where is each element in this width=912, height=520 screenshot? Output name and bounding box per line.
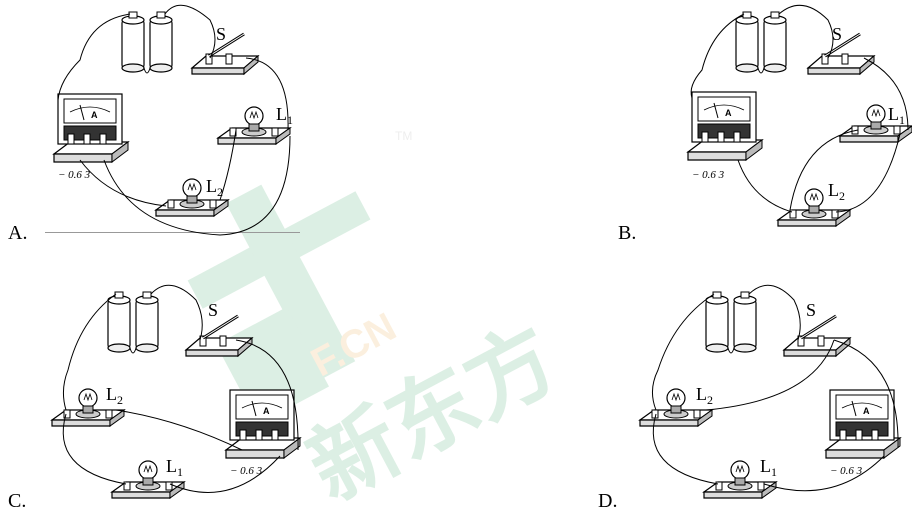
wires	[57, 4, 291, 236]
ammeter-scale: − 0.6 3	[230, 465, 263, 477]
battery-icon	[121, 11, 173, 74]
ammeter-scale: − 0.6 3	[692, 169, 725, 181]
lamp-top-subscript: 2	[707, 393, 713, 407]
circuit-option-c: S L 2 A − 0.6 3 L 1	[51, 284, 301, 499]
lamp-top-label: L	[696, 384, 707, 404]
circuit-option-b: S A − 0.6 3 L 1 L 2	[687, 4, 912, 227]
circuit-option-a: S A − 0.6 3 L 1 L 2	[53, 4, 293, 236]
ammeter-symbol: A	[725, 108, 732, 118]
lamp-bottom-subscript: 2	[217, 185, 223, 199]
watermark-tm: TM	[395, 129, 412, 143]
ammeter-icon	[53, 93, 129, 163]
ammeter-scale: − 0.6 3	[58, 169, 91, 181]
lamp-top-subscript: 2	[117, 393, 123, 407]
ammeter-scale: − 0.6 3	[830, 465, 863, 477]
lamp-top-label: L	[276, 104, 287, 124]
option-b-label: B.	[618, 222, 637, 244]
lamp-bottom-label: L	[760, 456, 771, 476]
switch-label: S	[208, 300, 218, 320]
lamp-bottom-subscript: 1	[177, 465, 183, 479]
lamp-bottom-subscript: 1	[771, 465, 777, 479]
switch-icon	[782, 314, 852, 358]
option-c-label: C.	[8, 490, 27, 512]
switch-label: S	[216, 24, 226, 44]
lamp-top-label: L	[106, 384, 117, 404]
option-a-label: A.	[8, 222, 28, 244]
switch-label: S	[832, 24, 842, 44]
ammeter-symbol: A	[863, 406, 870, 416]
wires	[62, 284, 299, 493]
switch-label: S	[806, 300, 816, 320]
circuit-option-d: S L 2 A − 0.6 3 L 1	[639, 284, 901, 499]
option-d-label: D.	[598, 490, 618, 512]
lamp-top-subscript: 1	[899, 113, 905, 127]
battery-icon	[107, 291, 159, 354]
ammeter-icon	[687, 91, 763, 161]
ammeter-symbol: A	[263, 406, 270, 416]
lamp-bottom-label: L	[206, 176, 217, 196]
lamp-bottom-label: L	[828, 180, 839, 200]
ammeter-symbol: A	[91, 110, 98, 120]
lamp-bottom-subscript: 2	[839, 189, 845, 203]
battery-icon	[705, 291, 757, 354]
wires	[690, 4, 909, 213]
wires	[652, 284, 899, 492]
switch-icon	[184, 314, 254, 358]
lamp-top-subscript: 1	[287, 113, 293, 127]
battery-icon	[735, 11, 787, 74]
lamp-bottom-label: L	[166, 456, 177, 476]
ammeter-icon	[825, 389, 901, 459]
answer-blank-line	[45, 232, 300, 233]
lamp-top-label: L	[888, 104, 899, 124]
